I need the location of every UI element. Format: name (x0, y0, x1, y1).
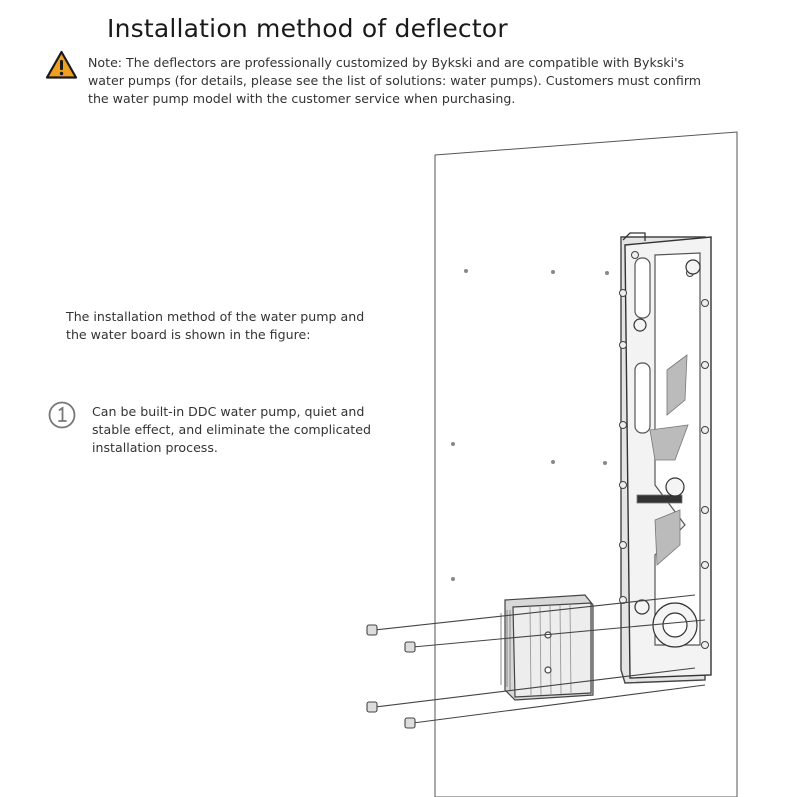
installation-diagram (366, 131, 738, 797)
ddc-pump (500, 594, 594, 701)
plate-ports (633, 259, 701, 648)
note-text: Note: The deflectors are professionally … (88, 55, 702, 106)
feature-item-1: Can be built-in DDC water pump, quiet an… (92, 404, 371, 455)
page-title: Installation method of deflector (107, 14, 508, 43)
circled-one-icon (48, 401, 76, 429)
installation-description: The installation method of the water pum… (66, 309, 365, 342)
panel-holes (451, 269, 609, 581)
warning-triangle-icon (45, 50, 78, 79)
mounting-screws (366, 594, 706, 729)
plate-graphics (636, 354, 689, 566)
